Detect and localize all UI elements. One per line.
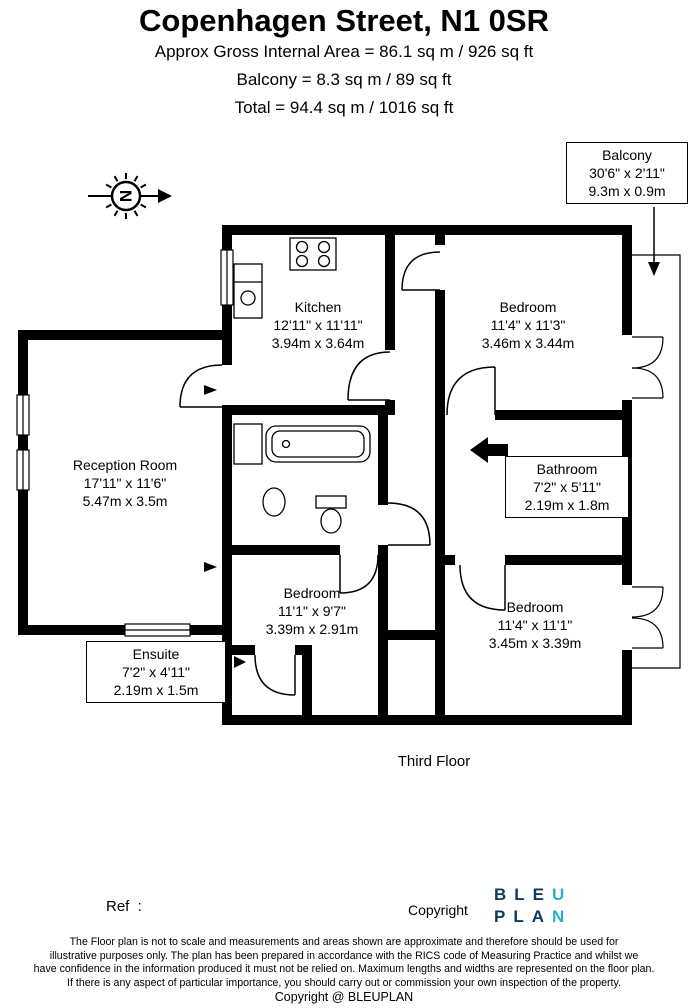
room-label-kitchen: Kitchen 12'11" x 11'11" 3.94m x 3.64m [248, 298, 388, 352]
room-label-reception: Reception Room 17'11" x 11'6" 5.47m x 3.… [55, 456, 195, 510]
total-area-line: Total = 94.4 sq m / 1016 sq ft [234, 98, 454, 117]
ensuite-callout: Ensuite 7'2" x 4'11" 2.19m x 1.5m [86, 641, 226, 703]
shower-icon [233, 423, 263, 465]
callout-dims-imperial: 7'2" x 4'11" [122, 664, 190, 680]
logo-letter: A [531, 907, 545, 926]
room-dims-metric: 3.46m x 3.44m [481, 335, 575, 351]
copyright-label: Copyright [408, 902, 468, 918]
room-label-bedroom-top: Bedroom 11'4" x 11'3" 3.46m x 3.44m [458, 298, 598, 352]
logo-letter: P [494, 907, 506, 926]
logo-letter: N [552, 907, 565, 926]
room-name: Bedroom [499, 299, 557, 315]
room-dims-imperial: 12'11" x 11'11" [273, 317, 363, 333]
room-dims-metric: 3.45m x 3.39m [488, 635, 582, 651]
balcony-pointer-arrow [648, 207, 660, 276]
callout-dims-metric: 2.19m x 1.5m [113, 682, 199, 698]
bathroom-callout: Bathroom 7'2" x 5'11" 2.19m x 1.8m [505, 456, 629, 518]
door-swings [179, 251, 506, 696]
balcony-outline [632, 254, 681, 669]
room-dims-metric: 5.47m x 3.5m [82, 493, 168, 509]
disclaimer-line: The Floor plan is not to scale and measu… [69, 936, 619, 948]
windows [16, 249, 234, 637]
french-doors [631, 336, 664, 649]
toilet-icon [315, 495, 347, 534]
room-dims-imperial: 17'11" x 11'6" [83, 475, 167, 491]
callout-name: Bathroom [536, 461, 598, 477]
measure-arrow-1 [204, 385, 217, 395]
room-dims-imperial: 11'1" x 9'7" [278, 603, 346, 619]
disclaimer-line: illustrative purposes only. The plan has… [49, 949, 639, 962]
gross-area-line: Approx Gross Internal Area = 86.1 sq m /… [154, 42, 534, 61]
room-dims-imperial: 11'4" x 11'1" [497, 617, 573, 633]
ref-label: Ref : [106, 898, 142, 915]
disclaimer-line: have confidence in the information produ… [33, 963, 655, 975]
logo-letter: U [552, 885, 565, 904]
compass-north-label: N [116, 190, 135, 202]
room-name: Bedroom [506, 599, 564, 615]
room-dims-metric: 3.94m x 3.64m [271, 335, 365, 351]
balcony-callout: Balcony 30'6" x 2'11" 9.3m x 0.9m [566, 142, 688, 204]
north-compass-icon: N [88, 173, 172, 219]
logo-letter: B [494, 885, 507, 904]
copyright-bleuplan: Copyright @ BLEUPLAN [274, 990, 414, 1004]
logo-letter: E [532, 885, 545, 904]
disclaimer-text: The Floor plan is not to scale and measu… [0, 936, 688, 990]
callout-name: Ensuite [132, 646, 180, 662]
callout-name: Balcony [602, 147, 652, 163]
room-dims-metric: 3.39m x 2.91m [265, 621, 359, 637]
kitchen-sink-icon [233, 263, 263, 319]
room-name: Kitchen [294, 299, 342, 315]
callout-dims-metric: 2.19m x 1.8m [524, 497, 610, 513]
callout-dims-imperial: 30'6" x 2'11" [589, 165, 665, 181]
room-label-bedroom-bottom-right: Bedroom 11'4" x 11'1" 3.45m x 3.39m [463, 598, 607, 652]
logo-letter: L [513, 907, 524, 926]
bathtub-icon [265, 425, 371, 463]
room-dims-imperial: 11'4" x 11'3" [490, 317, 566, 333]
ensuite-pointer-arrow [234, 656, 246, 668]
balcony-area-line: Balcony = 8.3 sq m / 89 sq ft [236, 70, 452, 89]
bathroom-pointer-arrow [470, 437, 508, 463]
callout-dims-imperial: 7'2" x 5'11" [533, 479, 601, 495]
measure-arrow-2 [204, 562, 217, 572]
room-label-bedroom-bottom-left: Bedroom 11'1" x 9'7" 3.39m x 2.91m [240, 584, 384, 638]
floor-name: Third Floor [397, 753, 471, 770]
pointer-arrows [204, 207, 660, 668]
stove-icon [289, 237, 337, 271]
room-name: Bedroom [283, 585, 341, 601]
basin-icon [262, 487, 286, 517]
page-title: Copenhagen Street, N1 0SR [139, 3, 549, 38]
logo-letter: L [514, 885, 525, 904]
disclaimer-line: If there is any aspect of particular imp… [67, 976, 621, 989]
callout-dims-metric: 9.3m x 0.9m [588, 183, 666, 199]
room-name: Reception Room [72, 457, 178, 473]
